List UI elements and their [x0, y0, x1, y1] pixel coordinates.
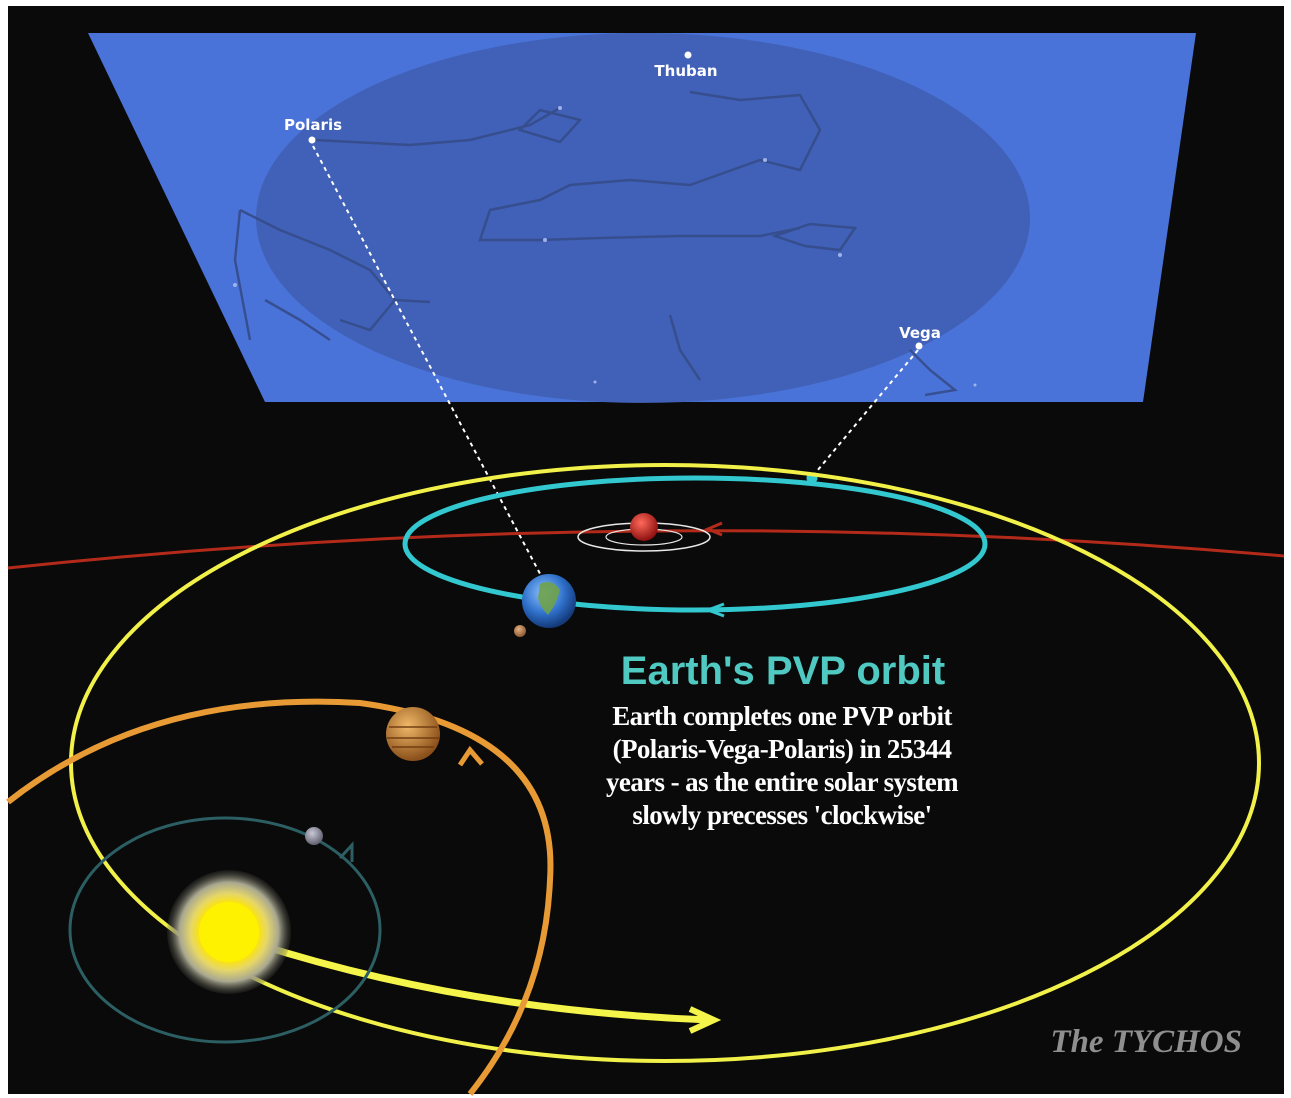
- thuban-label: Thuban: [654, 62, 717, 80]
- caption-line: (Polaris-Vega-Polaris) in 25344: [613, 734, 952, 764]
- jupiter-bands: [387, 726, 439, 748]
- constellation-lines: [233, 90, 958, 397]
- earth-continents: [538, 582, 560, 615]
- watermark: The TYCHOS: [1050, 1024, 1242, 1060]
- caption-line: years - as the entire solar system: [606, 767, 959, 797]
- caption-line: Earth completes one PVP orbit: [612, 701, 952, 731]
- diagram-title: Earth's PVP orbit: [621, 649, 945, 693]
- pvp-orbit-arrow: [703, 602, 725, 618]
- mars-planet: [630, 513, 658, 541]
- sun-orbit-arrow: [688, 1006, 722, 1034]
- inner-planet-orbit: [68, 816, 382, 1044]
- jupiter-orbit-arrow: [457, 745, 484, 767]
- vega-label: Vega: [899, 324, 941, 342]
- polaris-label: Polaris: [284, 116, 342, 134]
- polaris-star: [308, 136, 316, 144]
- sky-star-dots: [233, 106, 977, 387]
- vega-pointer-line: [811, 349, 919, 478]
- caption: Earth completes one PVP orbit (Polaris-V…: [606, 701, 960, 830]
- mars-orbit-arrow: [704, 521, 723, 537]
- sky-ellipse: [256, 33, 1030, 403]
- polaris-pointer-line: [312, 145, 547, 586]
- sun: [199, 902, 259, 962]
- sun-orbit-thick-segment: [228, 931, 711, 1024]
- moon: [514, 625, 526, 637]
- earth-pvp-orbit: [402, 475, 988, 613]
- star-map-panel: Thuban Polaris Vega: [88, 33, 1196, 403]
- vega-star: [915, 342, 923, 350]
- jupiter-orbit: [6, 698, 554, 1096]
- inner-orbit-arrow: [338, 841, 354, 862]
- mercury-planet: [305, 827, 323, 845]
- thuban-star: [684, 51, 692, 59]
- jupiter-planet: [386, 707, 440, 761]
- caption-line: slowly precesses 'clockwise': [632, 800, 931, 830]
